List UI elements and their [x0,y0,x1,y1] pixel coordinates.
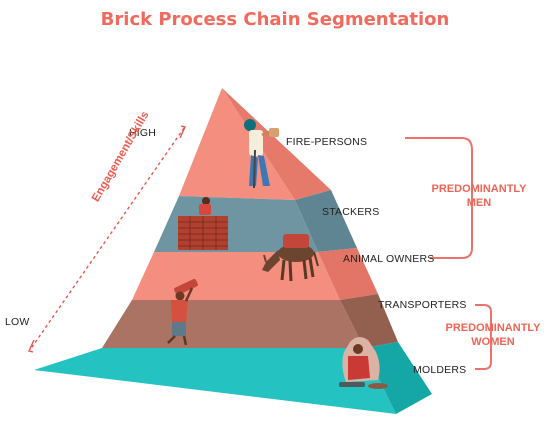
bracket-women [475,304,492,370]
tier-label-animal-owners: ANIMAL OWNERS [343,253,435,265]
tier-label-molders: MOLDERS [413,364,467,376]
tier-transporters-side [340,294,398,348]
stacker-figure [178,197,228,250]
axis-high-label: HIGH [129,127,157,139]
transporter-figure [167,278,198,346]
axis-low-label: LOW [5,316,30,328]
group-women-line1: PREDOMINANTLY [445,322,541,334]
group-men-line1: PREDOMINANTLY [431,183,527,195]
fire-person-figure [244,119,279,189]
tier-fire-persons-side [222,88,331,200]
group-women-line2: WOMEN [471,336,515,348]
tier-stackers-side [295,190,357,252]
group-women-label: PREDOMINANTLY WOMEN [438,321,548,349]
donkey-figure [262,234,319,282]
tier-molders-front [34,348,396,414]
tier-label-transporters: TRANSPORTERS [378,299,467,311]
tier-animal-owners-side [318,248,378,300]
tier-label-stackers: STACKERS [322,206,380,218]
axis-arrowhead-low [28,339,35,353]
molder-figure [339,336,388,389]
group-men-label: PREDOMINANTLY MEN [424,182,534,210]
bracket-men [405,137,473,259]
diagram-title: Brick Process Chain Segmentation [100,9,450,30]
tier-transporters-front [102,300,364,348]
tier-molders-side [364,342,432,414]
tier-label-fire-persons: FIRE-PERSONS [286,136,368,148]
axis-arrowhead-high [179,125,186,139]
group-men-line2: MEN [466,197,492,209]
